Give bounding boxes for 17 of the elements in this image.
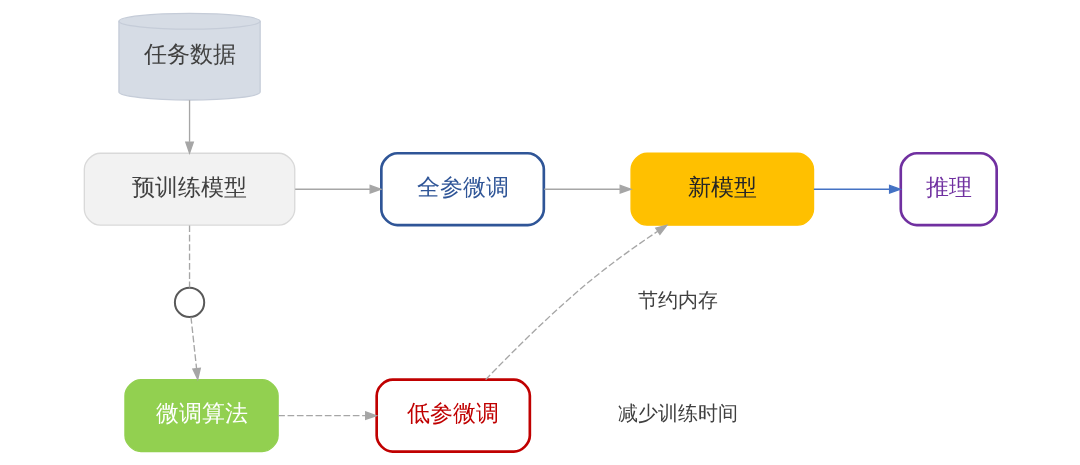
node-box: 低参微调 [374, 378, 531, 453]
arrow [277, 410, 378, 421]
arrow [184, 99, 194, 155]
node-box: 推理 [898, 151, 998, 227]
node-circle [173, 286, 205, 319]
arrow [293, 184, 383, 194]
label: 减少训练时间 [617, 401, 738, 426]
connector [188, 224, 190, 289]
label: 节约内存 [637, 288, 718, 313]
arrow [189, 316, 201, 382]
arrow [484, 224, 668, 381]
arrow [543, 184, 633, 194]
node-box: 微调算法 [123, 379, 279, 453]
node-box: 全参微调 [379, 151, 545, 227]
node-box: 新模型 [629, 152, 814, 226]
node-box: 预训练模型 [83, 152, 295, 226]
arrow [812, 184, 902, 194]
